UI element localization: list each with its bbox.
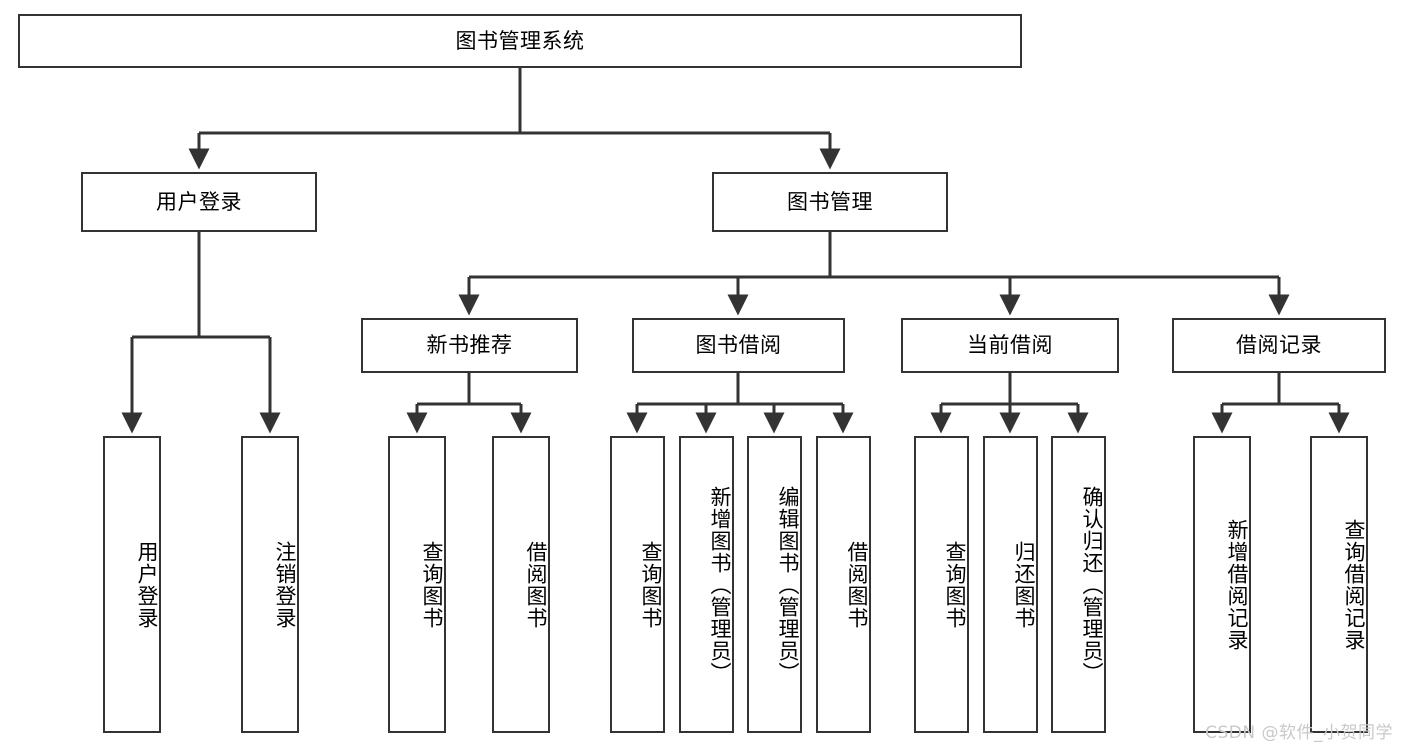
node-borrow-record[interactable]: 借阅记录 bbox=[1172, 318, 1386, 373]
node-book-borrow-label: 图书借阅 bbox=[695, 333, 782, 358]
node-leaf-add-book-label: 新增图书（管理员） bbox=[708, 485, 732, 684]
node-leaf-borrow-book-1[interactable]: 借阅图书 bbox=[492, 436, 550, 733]
node-leaf-user-logout-label: 注销登录 bbox=[273, 540, 297, 629]
node-leaf-return-book[interactable]: 归还图书 bbox=[983, 436, 1038, 733]
node-leaf-query-book-2[interactable]: 查询图书 bbox=[610, 436, 665, 733]
node-leaf-query-book-3-label: 查询图书 bbox=[943, 540, 967, 629]
node-leaf-borrow-book-1-label: 借阅图书 bbox=[524, 540, 548, 629]
node-leaf-query-book-3[interactable]: 查询图书 bbox=[914, 436, 969, 733]
node-leaf-confirm-return-label: 确认归还（管理员） bbox=[1080, 485, 1104, 684]
node-new-book-recommend-label: 新书推荐 bbox=[426, 333, 513, 358]
node-leaf-confirm-return[interactable]: 确认归还（管理员） bbox=[1051, 436, 1106, 733]
node-user-login[interactable]: 用户登录 bbox=[81, 172, 317, 232]
node-root[interactable]: 图书管理系统 bbox=[18, 14, 1022, 68]
node-current-borrow[interactable]: 当前借阅 bbox=[901, 318, 1119, 373]
node-leaf-query-record[interactable]: 查询借阅记录 bbox=[1310, 436, 1368, 733]
csdn-watermark: CSDN @软件_小贺同学 bbox=[1205, 723, 1393, 743]
node-leaf-return-book-label: 归还图书 bbox=[1012, 540, 1036, 629]
node-new-book-recommend[interactable]: 新书推荐 bbox=[361, 318, 578, 373]
node-leaf-query-book-1-label: 查询图书 bbox=[420, 540, 444, 629]
node-leaf-user-login[interactable]: 用户登录 bbox=[103, 436, 161, 733]
node-leaf-user-logout[interactable]: 注销登录 bbox=[241, 436, 299, 733]
node-leaf-add-record[interactable]: 新增借阅记录 bbox=[1193, 436, 1251, 733]
node-leaf-query-book-1[interactable]: 查询图书 bbox=[388, 436, 446, 733]
node-book-manage-label: 图书管理 bbox=[787, 189, 873, 214]
node-book-borrow[interactable]: 图书借阅 bbox=[632, 318, 845, 373]
node-leaf-query-book-2-label: 查询图书 bbox=[639, 540, 663, 629]
node-leaf-edit-book[interactable]: 编辑图书（管理员） bbox=[747, 436, 802, 733]
node-book-manage[interactable]: 图书管理 bbox=[712, 172, 948, 232]
node-current-borrow-label: 当前借阅 bbox=[967, 333, 1053, 358]
node-user-login-label: 用户登录 bbox=[156, 189, 242, 214]
node-leaf-borrow-book-2[interactable]: 借阅图书 bbox=[816, 436, 871, 733]
node-root-label: 图书管理系统 bbox=[455, 28, 585, 53]
node-leaf-add-record-label: 新增借阅记录 bbox=[1225, 518, 1249, 651]
node-leaf-query-record-label: 查询借阅记录 bbox=[1342, 518, 1366, 651]
node-leaf-add-book[interactable]: 新增图书（管理员） bbox=[679, 436, 734, 733]
node-leaf-borrow-book-2-label: 借阅图书 bbox=[845, 540, 869, 629]
node-leaf-edit-book-label: 编辑图书（管理员） bbox=[776, 485, 800, 684]
node-borrow-record-label: 借阅记录 bbox=[1236, 333, 1322, 358]
node-leaf-user-login-label: 用户登录 bbox=[135, 540, 159, 629]
